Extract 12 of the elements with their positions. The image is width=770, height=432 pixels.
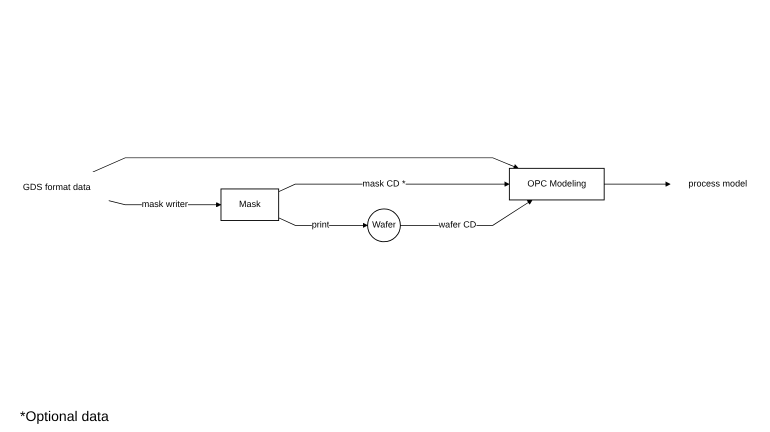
arrow	[92, 158, 519, 173]
node-box: Mask	[220, 188, 280, 222]
node-text: GDS format data	[22, 182, 91, 193]
node-box: OPC Modeling	[508, 168, 605, 201]
node-circle: Wafer	[367, 208, 401, 242]
footnote: *Optional data	[20, 408, 109, 424]
node-text: process model	[688, 178, 748, 190]
arrow	[604, 182, 671, 187]
edge-label: print	[312, 220, 330, 230]
edge-label: mask writer	[142, 199, 188, 210]
edge-label: mask CD *	[362, 178, 406, 190]
edge-label: wafer CD	[438, 220, 476, 230]
